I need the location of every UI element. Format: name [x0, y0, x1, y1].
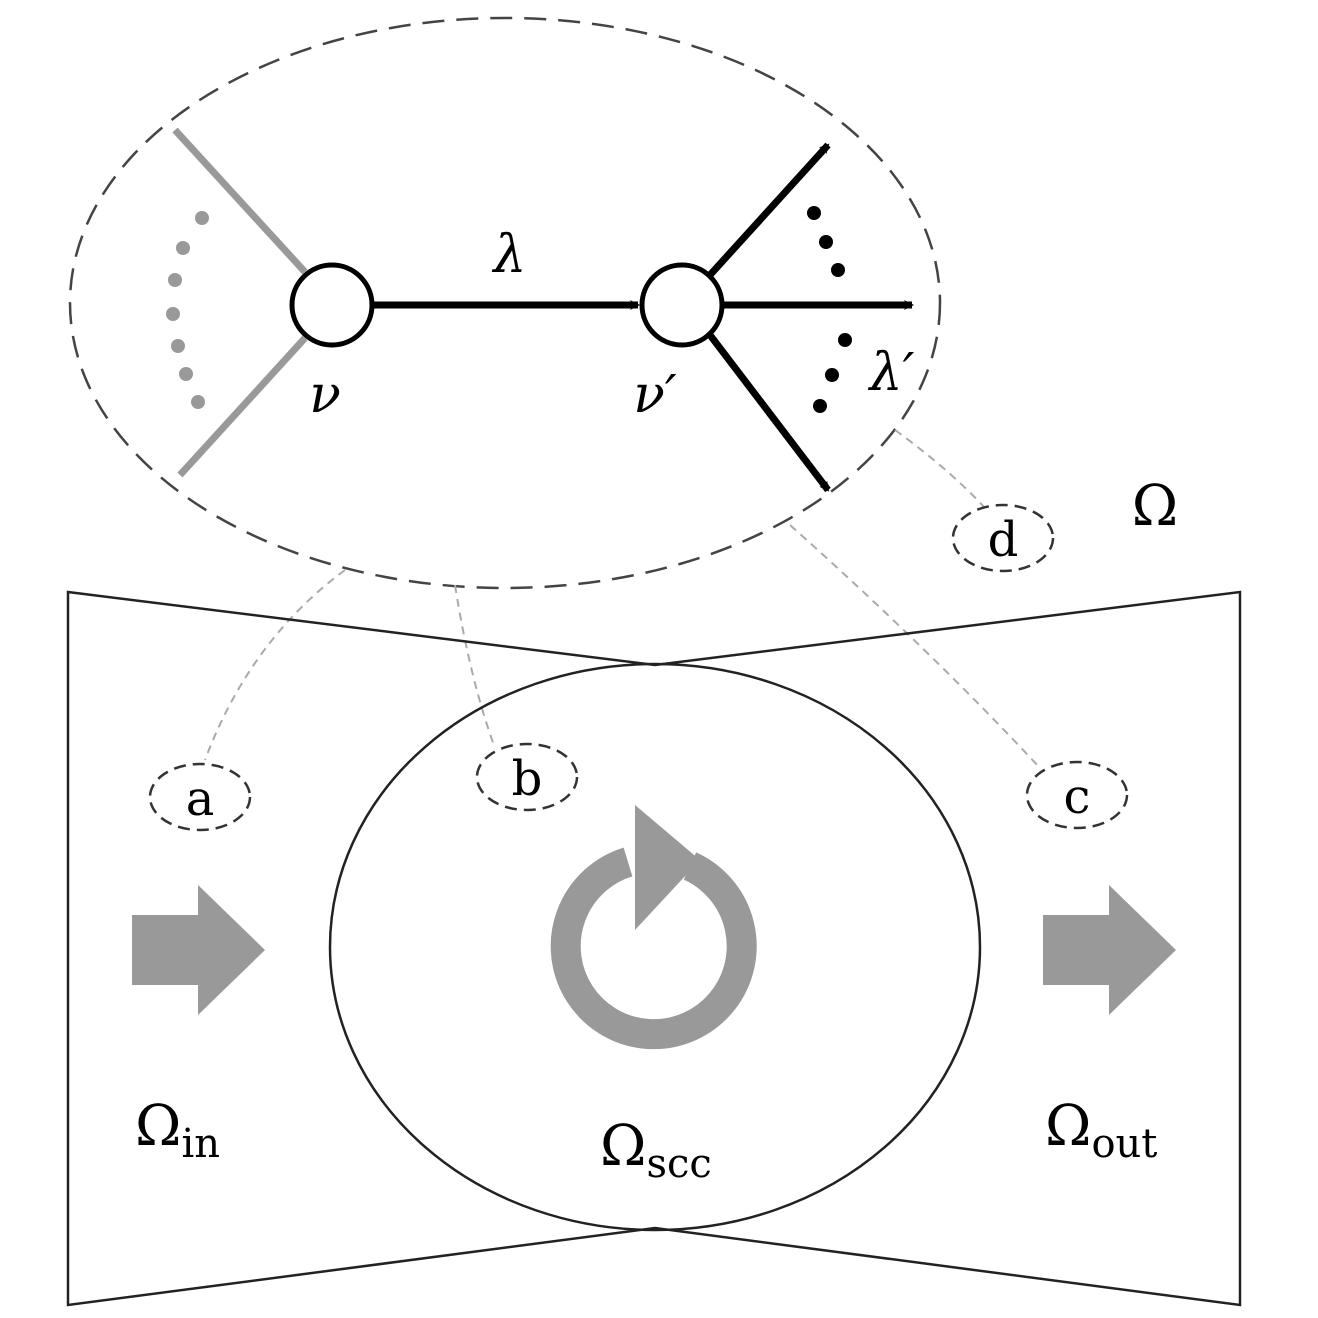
node-nu [289, 262, 375, 348]
label-omega-in: Ωin [135, 1094, 220, 1167]
label-omega: Ω [1132, 474, 1178, 539]
label-nu: ν [309, 365, 341, 425]
outgoing-edge [707, 142, 831, 278]
label-omega-scc: Ωscc [600, 1114, 712, 1187]
label-nu-prime: ν′ [633, 365, 677, 425]
marker-b-ellipse [475, 742, 579, 812]
node-nu-prime [639, 262, 725, 348]
outgoing-dots [807, 206, 852, 413]
leader-lines [204, 429, 1041, 769]
outflow-arrow-icon [1043, 885, 1176, 1015]
marker-c-ellipse [1025, 760, 1129, 830]
cycle-arrow-icon [550, 805, 757, 1050]
inflow-arrow-icon [132, 885, 265, 1015]
incoming-edge [172, 127, 308, 275]
marker-d-ellipse [951, 503, 1055, 573]
incoming-edge [177, 335, 308, 478]
marker-d: d [988, 512, 1019, 568]
label-omega-out: Ωout [1045, 1094, 1157, 1167]
label-lambda-prime: λ′ [868, 343, 915, 403]
marker-a: a [186, 771, 215, 827]
zoom-ellipse [68, 16, 942, 590]
outgoing-edge [707, 332, 831, 493]
label-lambda: λ [492, 225, 527, 285]
scc-ellipse [328, 662, 982, 1232]
marker-c: c [1064, 769, 1091, 825]
marker-a-ellipse [148, 762, 252, 832]
marker-b: b [512, 751, 543, 807]
incoming-dots [166, 211, 209, 409]
